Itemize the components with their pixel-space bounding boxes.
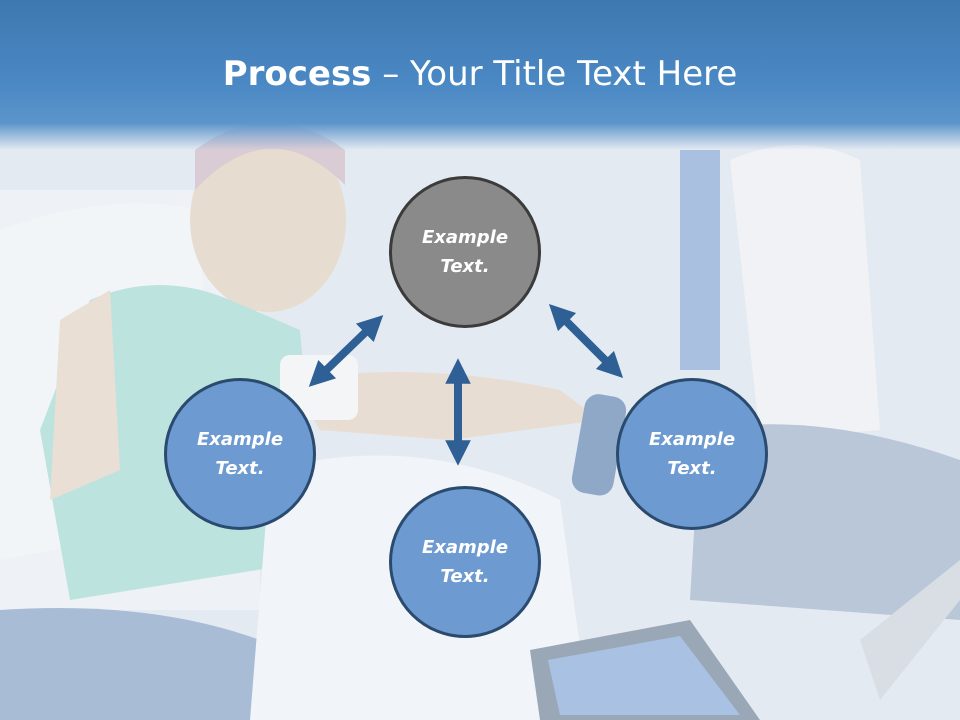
arrow-top-left [308, 315, 384, 387]
node-top-text: Example Text. [421, 227, 509, 277]
title-bold-part: Process [222, 54, 372, 94]
process-node-top: Example Text. [389, 176, 541, 328]
arrow-top-right [548, 303, 624, 379]
process-node-bottom: Example Text. [389, 486, 541, 638]
node-right-text: Example Text. [648, 429, 736, 479]
title-bar [0, 0, 960, 150]
process-node-left: Example Text. [164, 378, 316, 530]
slide-title: Process – Your Title Text Here [0, 50, 960, 98]
node-left-text: Example Text. [196, 429, 284, 479]
title-text-part: – Your Title Text Here [371, 54, 738, 94]
node-bottom-text: Example Text. [421, 537, 509, 587]
process-node-right: Example Text. [616, 378, 768, 530]
